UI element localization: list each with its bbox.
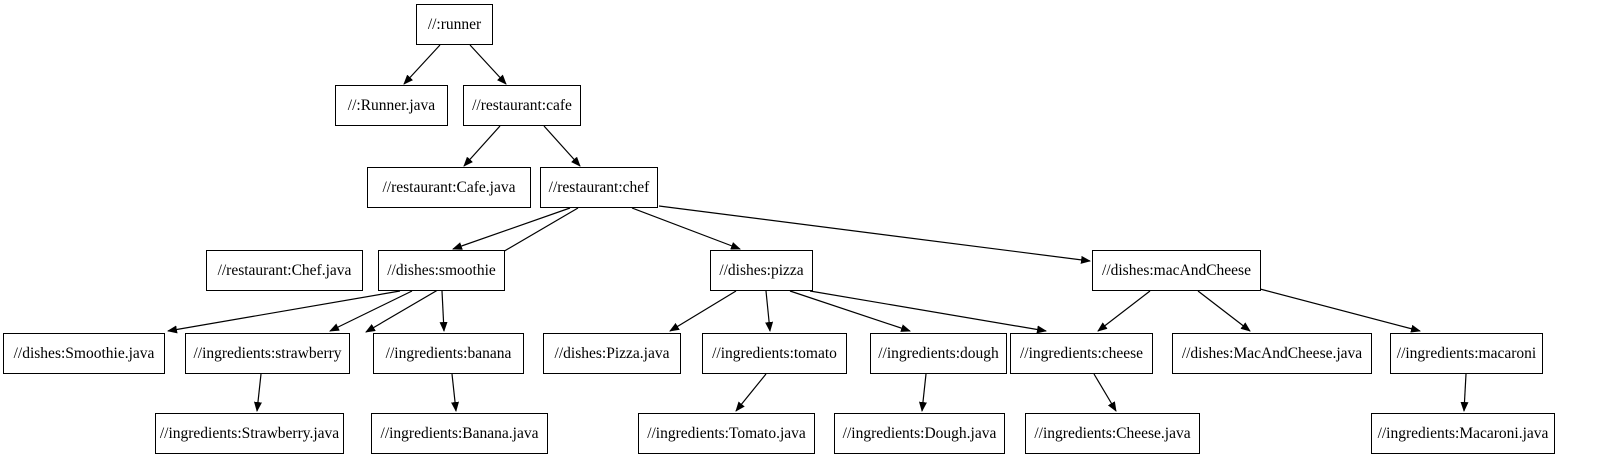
graph-node-label: //dishes:Smoothie.java: [13, 344, 155, 362]
graph-edge-dishes_smoothie-to-dishes_smoothie_java: [167, 290, 401, 334]
graph-node-dishes_pizza_java[interactable]: //dishes:Pizza.java: [543, 333, 681, 374]
graph-edge-restaurant_chef-to-dishes_smoothie: [452, 207, 571, 250]
graph-edge-runner-to-runner_java: [403, 44, 441, 85]
graph-node-ing_dough_java[interactable]: //ingredients:Dough.java: [834, 413, 1005, 454]
graph-node-ing_macaroni_java[interactable]: //ingredients:Macaroni.java: [1371, 413, 1555, 454]
graph-node-label: //dishes:pizza: [719, 261, 804, 279]
graph-node-restaurant_chef[interactable]: //restaurant:chef: [540, 167, 658, 208]
graph-edge-dishes_pizza-to-ing_tomato: [765, 290, 774, 332]
graph-node-dishes_smoothie_java[interactable]: //dishes:Smoothie.java: [3, 333, 165, 374]
graph-edge-dishes_pizza-to-ing_cheese: [809, 290, 1047, 334]
graph-node-label: //ingredients:strawberry: [193, 344, 342, 362]
graph-node-runner_java[interactable]: //:Runner.java: [335, 85, 448, 126]
graph-edge-dishes_macandcheese-to-ing_cheese: [1097, 290, 1151, 332]
graph-node-label: //ingredients:Cheese.java: [1034, 424, 1191, 442]
graph-node-ing_tomato[interactable]: //ingredients:tomato: [702, 333, 847, 374]
graph-node-dishes_mac_java[interactable]: //dishes:MacAndCheese.java: [1172, 333, 1372, 374]
graph-node-label: //ingredients:tomato: [712, 344, 837, 362]
graph-node-label: //ingredients:Banana.java: [380, 424, 539, 442]
graph-node-ing_cheese[interactable]: //ingredients:cheese: [1010, 333, 1153, 374]
graph-edge-dishes_macandcheese-to-dishes_mac_java: [1197, 290, 1251, 332]
graph-edge-ing_tomato-to-ing_tomato_java: [735, 373, 767, 412]
graph-node-restaurant_cafe[interactable]: //restaurant:cafe: [463, 85, 581, 126]
graph-node-restaurant_cafe_java[interactable]: //restaurant:Cafe.java: [367, 167, 531, 208]
graph-node-label: //restaurant:cafe: [472, 96, 572, 114]
graph-edge-restaurant_cafe-to-restaurant_chef: [543, 125, 581, 167]
graph-node-ing_strawberry_java[interactable]: //ingredients:Strawberry.java: [155, 413, 344, 454]
graph-edge-restaurant_chef-to-dishes_pizza: [631, 207, 741, 250]
graph-node-label: //restaurant:Chef.java: [217, 261, 352, 279]
graph-node-ing_strawberry[interactable]: //ingredients:strawberry: [185, 333, 350, 374]
graph-node-label: //:Runner.java: [347, 96, 436, 114]
graph-node-dishes_macandcheese[interactable]: //dishes:macAndCheese: [1092, 250, 1261, 291]
graph-node-label: //dishes:smoothie: [387, 261, 496, 279]
graph-edge-ing_banana-to-ing_banana_java: [451, 373, 460, 412]
graph-edge-dishes_macandcheese-to-ing_macaroni: [1259, 288, 1421, 333]
graph-edge-ing_strawberry-to-ing_strawberry_java: [253, 373, 262, 412]
graph-node-ing_macaroni[interactable]: //ingredients:macaroni: [1390, 333, 1543, 374]
graph-node-dishes_smoothie[interactable]: //dishes:smoothie: [378, 250, 505, 291]
graph-node-label: //restaurant:chef: [548, 178, 650, 196]
graph-edge-ing_dough-to-ing_dough_java: [918, 373, 927, 412]
graph-edge-ing_macaroni-to-ing_macaroni_java: [1460, 373, 1469, 412]
graph-node-label: //ingredients:Dough.java: [842, 424, 997, 442]
graph-node-label: //dishes:MacAndCheese.java: [1181, 344, 1363, 362]
graph-node-ing_tomato_java[interactable]: //ingredients:Tomato.java: [638, 413, 815, 454]
graph-node-ing_cheese_java[interactable]: //ingredients:Cheese.java: [1025, 413, 1200, 454]
graph-node-dishes_pizza[interactable]: //dishes:pizza: [710, 250, 813, 291]
graph-node-label: //ingredients:Macaroni.java: [1377, 424, 1549, 442]
graph-node-label: //ingredients:Tomato.java: [647, 424, 806, 442]
graph-node-ing_banana_java[interactable]: //ingredients:Banana.java: [371, 413, 548, 454]
graph-node-label: //ingredients:dough: [878, 344, 999, 362]
graph-node-label: //dishes:Pizza.java: [554, 344, 670, 362]
graph-node-label: //ingredients:macaroni: [1396, 344, 1537, 362]
graph-edge-ing_cheese-to-ing_cheese_java: [1093, 373, 1117, 412]
graph-node-restaurant_chef_java[interactable]: //restaurant:Chef.java: [206, 250, 363, 291]
graph-edge-dishes_pizza-to-dishes_pizza_java: [669, 290, 737, 332]
graph-edge-dishes_smoothie-to-ing_strawberry: [329, 290, 413, 332]
graph-edge-dishes_pizza-to-ing_dough: [789, 290, 911, 332]
graph-edge-restaurant_cafe-to-restaurant_cafe_java: [463, 125, 501, 167]
graph-node-label: //ingredients:banana: [385, 344, 512, 362]
graph-edge-runner-to-restaurant_cafe: [469, 44, 507, 85]
graph-node-label: //ingredients:cheese: [1019, 344, 1144, 362]
graph-node-runner[interactable]: //:runner: [416, 4, 493, 45]
graph-node-label: //dishes:macAndCheese: [1102, 261, 1251, 279]
graph-node-ing_banana[interactable]: //ingredients:banana: [373, 333, 524, 374]
graph-node-label: //restaurant:Cafe.java: [382, 178, 516, 196]
graph-node-ing_dough[interactable]: //ingredients:dough: [870, 333, 1007, 374]
graph-node-label: //ingredients:Strawberry.java: [159, 424, 340, 442]
graph-edge-dishes_smoothie-to-ing_banana: [439, 290, 448, 332]
graph-node-label: //:runner: [427, 15, 482, 33]
